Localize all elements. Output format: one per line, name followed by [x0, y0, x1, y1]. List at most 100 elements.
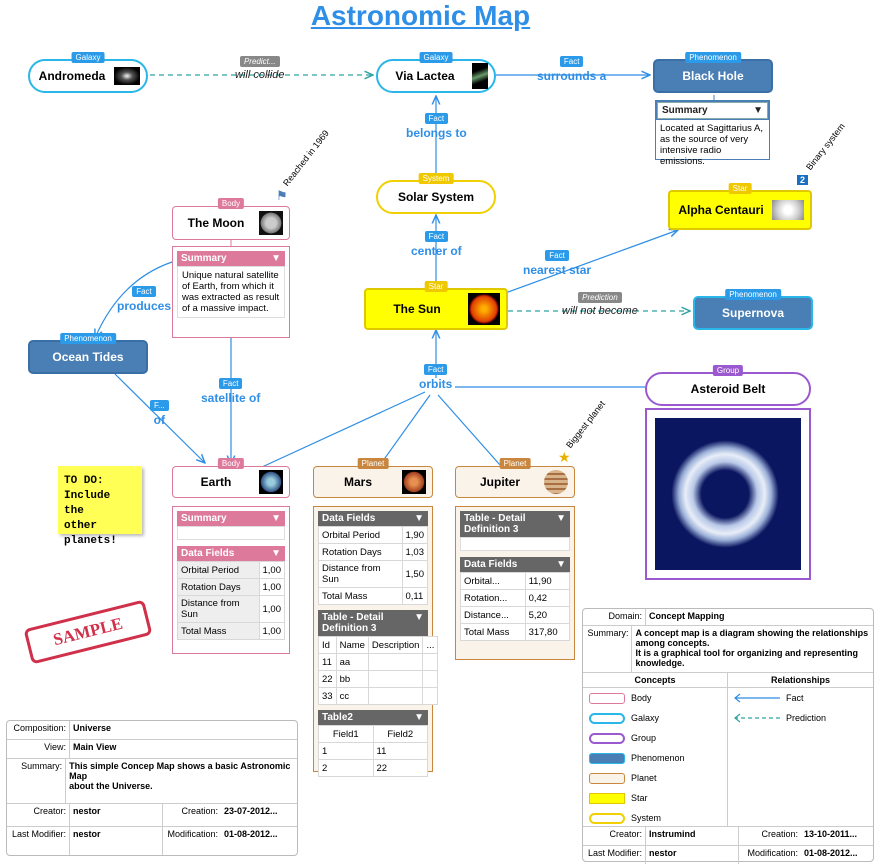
collapse-icon[interactable]: ▼: [414, 612, 424, 623]
table-header: Table - Detail Definition 3: [322, 612, 384, 634]
galaxy-image-icon: [472, 63, 488, 89]
relation-will-collide[interactable]: Predict...will collide: [235, 56, 285, 81]
node-asteroid-belt[interactable]: Group Asteroid Belt: [645, 365, 811, 406]
relation-of[interactable]: F...of: [150, 400, 169, 427]
node-supernova[interactable]: Phenomenon Supernova: [693, 289, 813, 330]
node-the-moon[interactable]: Body The Moon: [172, 198, 290, 240]
node-type-tag: Phenomenon: [60, 333, 116, 344]
edge-orbits-mars: [379, 394, 431, 466]
node-type-tag: Planet: [499, 458, 531, 469]
node-type-tag: Star: [728, 183, 752, 194]
summary-text: Unique natural satellite of Earth, from …: [177, 266, 285, 318]
node-type-tag: Phenomenon: [685, 52, 741, 63]
collapse-icon[interactable]: ▼: [556, 513, 566, 524]
edge-orbits-jupiter: [437, 394, 501, 466]
node-alpha-centauri[interactable]: Star Alpha Centauri: [668, 183, 812, 230]
node-label: Asteroid Belt: [690, 382, 766, 396]
moon-summary-panel: Summary ▼ Unique natural satellite of Ear…: [172, 246, 290, 338]
node-label: Black Hole: [682, 69, 744, 83]
node-the-sun[interactable]: Star The Sun: [364, 281, 508, 330]
node-label: Alpha Centauri: [678, 203, 764, 217]
summary-header: Summary: [181, 253, 227, 264]
collapse-icon[interactable]: ▼: [271, 548, 281, 559]
asteroid-belt-image-panel: [645, 408, 811, 580]
table-header: Table - Detail Definition 3: [464, 513, 526, 535]
node-ocean-tides[interactable]: Phenomenon Ocean Tides: [28, 333, 148, 374]
jupiter-fields-table: Orbital...11,90 Rotation...0,42 Distance…: [460, 572, 571, 641]
jupiter-image-icon: [544, 470, 568, 494]
edge-of: [114, 373, 205, 463]
node-label: Mars: [343, 475, 372, 489]
fields-header: Data Fields: [181, 548, 235, 559]
table2-header: Table2: [322, 712, 353, 723]
node-type-tag: Galaxy: [71, 52, 105, 63]
concept-legend: Body Galaxy Group Phenomenon Planet Star…: [583, 688, 728, 826]
domain-legend-box: Domain:Concept Mapping Summary:A concept…: [582, 608, 874, 864]
node-type-tag: Planet: [357, 458, 389, 469]
collapse-icon[interactable]: ▼: [753, 105, 763, 116]
node-via-lactea[interactable]: Galaxy Via Lactea: [376, 52, 496, 93]
node-label: Supernova: [721, 306, 784, 320]
collapse-icon[interactable]: ▼: [414, 513, 424, 524]
edge-nearest-star: [507, 230, 678, 293]
summary-header: Summary: [181, 513, 227, 524]
node-label: Solar System: [397, 190, 475, 204]
jupiter-data-panel: Table - Detail Definition 3 ▼ Data Fields…: [455, 506, 575, 660]
node-label: Jupiter: [479, 475, 520, 489]
sun-image-icon: [468, 293, 500, 325]
collapse-icon[interactable]: ▼: [414, 712, 424, 723]
node-jupiter[interactable]: Planet Jupiter: [455, 458, 575, 498]
node-type-tag: Body: [217, 198, 245, 209]
node-type-tag: Body: [217, 458, 245, 469]
moon-image-icon: [259, 211, 283, 235]
node-type-tag: Galaxy: [419, 52, 453, 63]
node-mars[interactable]: Planet Mars: [313, 458, 433, 498]
node-label: Earth: [200, 475, 232, 489]
flag-icon: ⚑: [276, 188, 288, 203]
edge-produces: [95, 261, 173, 338]
star-medal-icon: ★: [558, 449, 571, 465]
node-type-tag: Group: [712, 365, 744, 376]
asteroid-belt-image: [655, 418, 801, 570]
summary-text: Located at Sagittarius A, as the source …: [660, 123, 763, 167]
summary-header: Summary: [662, 105, 708, 116]
fields-header: Data Fields: [322, 513, 376, 524]
node-solar-system[interactable]: System Solar System: [376, 173, 496, 214]
node-label: Ocean Tides: [52, 350, 124, 364]
fields-header: Data Fields: [464, 559, 518, 570]
galaxy-image-icon: [114, 67, 140, 85]
star-image-icon: [772, 200, 804, 220]
node-type-tag: Phenomenon: [725, 289, 781, 300]
composition-info-box: Composition:Universe View:Main View Summ…: [6, 720, 298, 856]
collapse-icon[interactable]: ▼: [271, 513, 281, 524]
collapse-icon[interactable]: ▼: [271, 253, 281, 264]
node-badge: 2: [797, 175, 809, 185]
node-type-tag: Star: [424, 281, 448, 292]
relationship-legend: Fact Prediction: [728, 688, 873, 826]
node-label: The Moon: [187, 216, 245, 230]
collapse-icon[interactable]: ▼: [556, 559, 566, 570]
node-label: Via Lactea: [395, 69, 455, 83]
node-label: The Sun: [393, 302, 441, 316]
node-earth[interactable]: Body Earth: [172, 458, 290, 498]
node-type-tag: System: [418, 173, 454, 184]
mars-image-icon: [402, 470, 426, 494]
node-black-hole[interactable]: Phenomenon Black Hole: [653, 52, 773, 93]
page-title: Astronomic Map: [310, 0, 531, 31]
earth-image-icon: [259, 470, 283, 494]
node-andromeda[interactable]: Galaxy Andromeda: [28, 52, 148, 93]
